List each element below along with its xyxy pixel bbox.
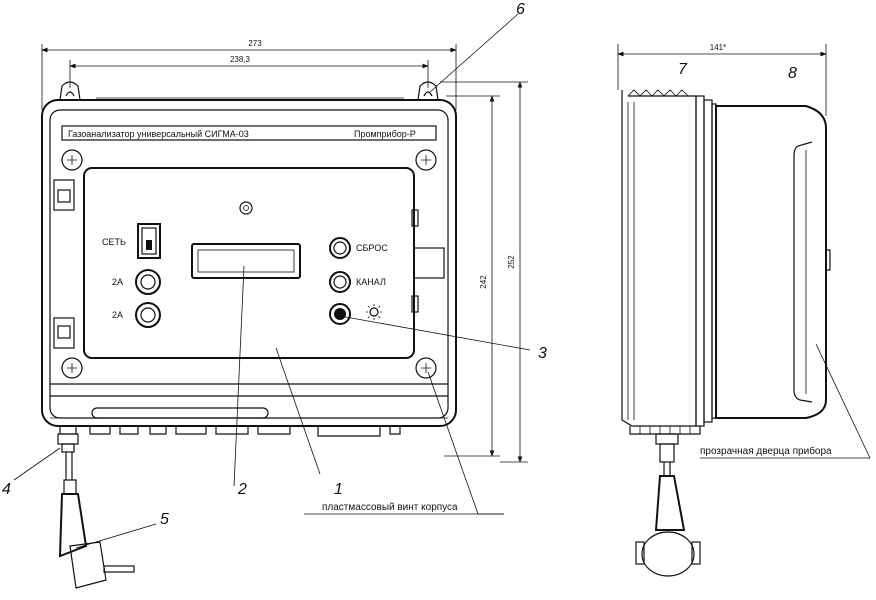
power-switch: СЕТЬ	[102, 223, 161, 259]
corner-screws	[61, 149, 437, 379]
callout-leaders	[13, 13, 531, 549]
dimension-height-total: 252	[440, 81, 528, 463]
dimension-depth-label: 141*	[710, 43, 726, 52]
note-plastic-screw: пластмассовый винт корпуса	[322, 502, 458, 513]
fuse-2: 2А	[112, 302, 161, 328]
dimension-width-total-label: 273	[248, 39, 262, 48]
mounting-ears	[59, 81, 439, 101]
dimension-height-body-label: 242	[479, 275, 488, 289]
sun-icon	[366, 304, 382, 320]
dimension-width-mount-label: 238,3	[230, 55, 251, 64]
channel-button-label: КАНАЛ	[356, 277, 386, 287]
cable-gland-front	[57, 425, 79, 480]
channel-button: КАНАЛ	[329, 271, 386, 293]
callout-6: 6	[516, 1, 525, 18]
callout-3: 3	[538, 345, 547, 362]
housing-front: Газоанализатор универсальный СИГМА-03 Пр…	[41, 99, 457, 437]
callout-1: 1	[334, 481, 343, 498]
callout-8: 8	[788, 65, 797, 82]
callout-2: 2	[237, 481, 247, 498]
header-maker: Промприбор-Р	[354, 129, 416, 139]
power-switch-label: СЕТЬ	[102, 237, 126, 247]
dimension-width-mount: 238,3	[69, 55, 429, 88]
fuse-2-label: 2А	[112, 310, 123, 320]
housing-side	[621, 89, 831, 435]
callout-4: 4	[2, 481, 11, 498]
cable-and-plug-side	[635, 433, 701, 577]
callout-5: 5	[160, 511, 169, 528]
power-plug	[58, 479, 135, 589]
reset-button: СБРОС	[329, 237, 388, 259]
callout-7: 7	[678, 61, 688, 78]
callout-leaders-side	[700, 343, 871, 459]
dimension-depth: 141*	[617, 43, 827, 116]
note-transparent-door: прозрачная дверца прибора	[700, 445, 832, 457]
header-title: Газоанализатор универсальный СИГМА-03	[68, 129, 249, 139]
dimension-width-total: 273	[41, 39, 457, 110]
fuse-1-label: 2А	[112, 277, 123, 287]
dimension-height-body: 242	[444, 95, 500, 457]
dimension-height-total-label: 252	[507, 255, 516, 269]
fuse-1: 2А	[112, 269, 161, 295]
front-panel	[83, 167, 415, 359]
reset-button-label: СБРОС	[356, 243, 388, 253]
light-indicator	[329, 303, 382, 325]
